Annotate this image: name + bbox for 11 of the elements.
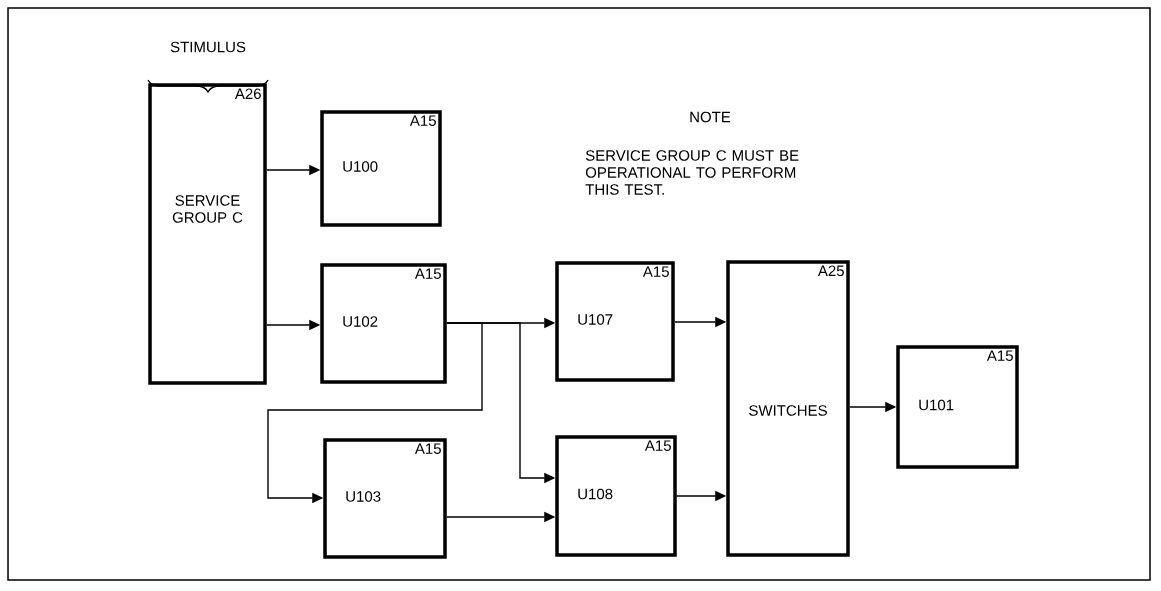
block-box: A25 SWITCHES xyxy=(726,260,850,557)
block-box: A26 SERVICE GROUP C xyxy=(148,83,267,385)
block-box: A15 U100 xyxy=(320,110,442,227)
label: STIMULUS xyxy=(170,41,246,53)
block-box: A15 U103 xyxy=(323,438,447,559)
block-box: A15 U102 xyxy=(320,263,447,384)
block-box: A15 U107 xyxy=(555,261,675,382)
block-box: A15 U101 xyxy=(896,345,1019,469)
block-box: A15 U108 xyxy=(555,435,677,557)
note-heading: NOTE xyxy=(690,111,731,123)
note-text: SERVICE GROUP C MUST BE OPERATIONAL TO PERFORM THIS TEST. xyxy=(585,150,799,195)
